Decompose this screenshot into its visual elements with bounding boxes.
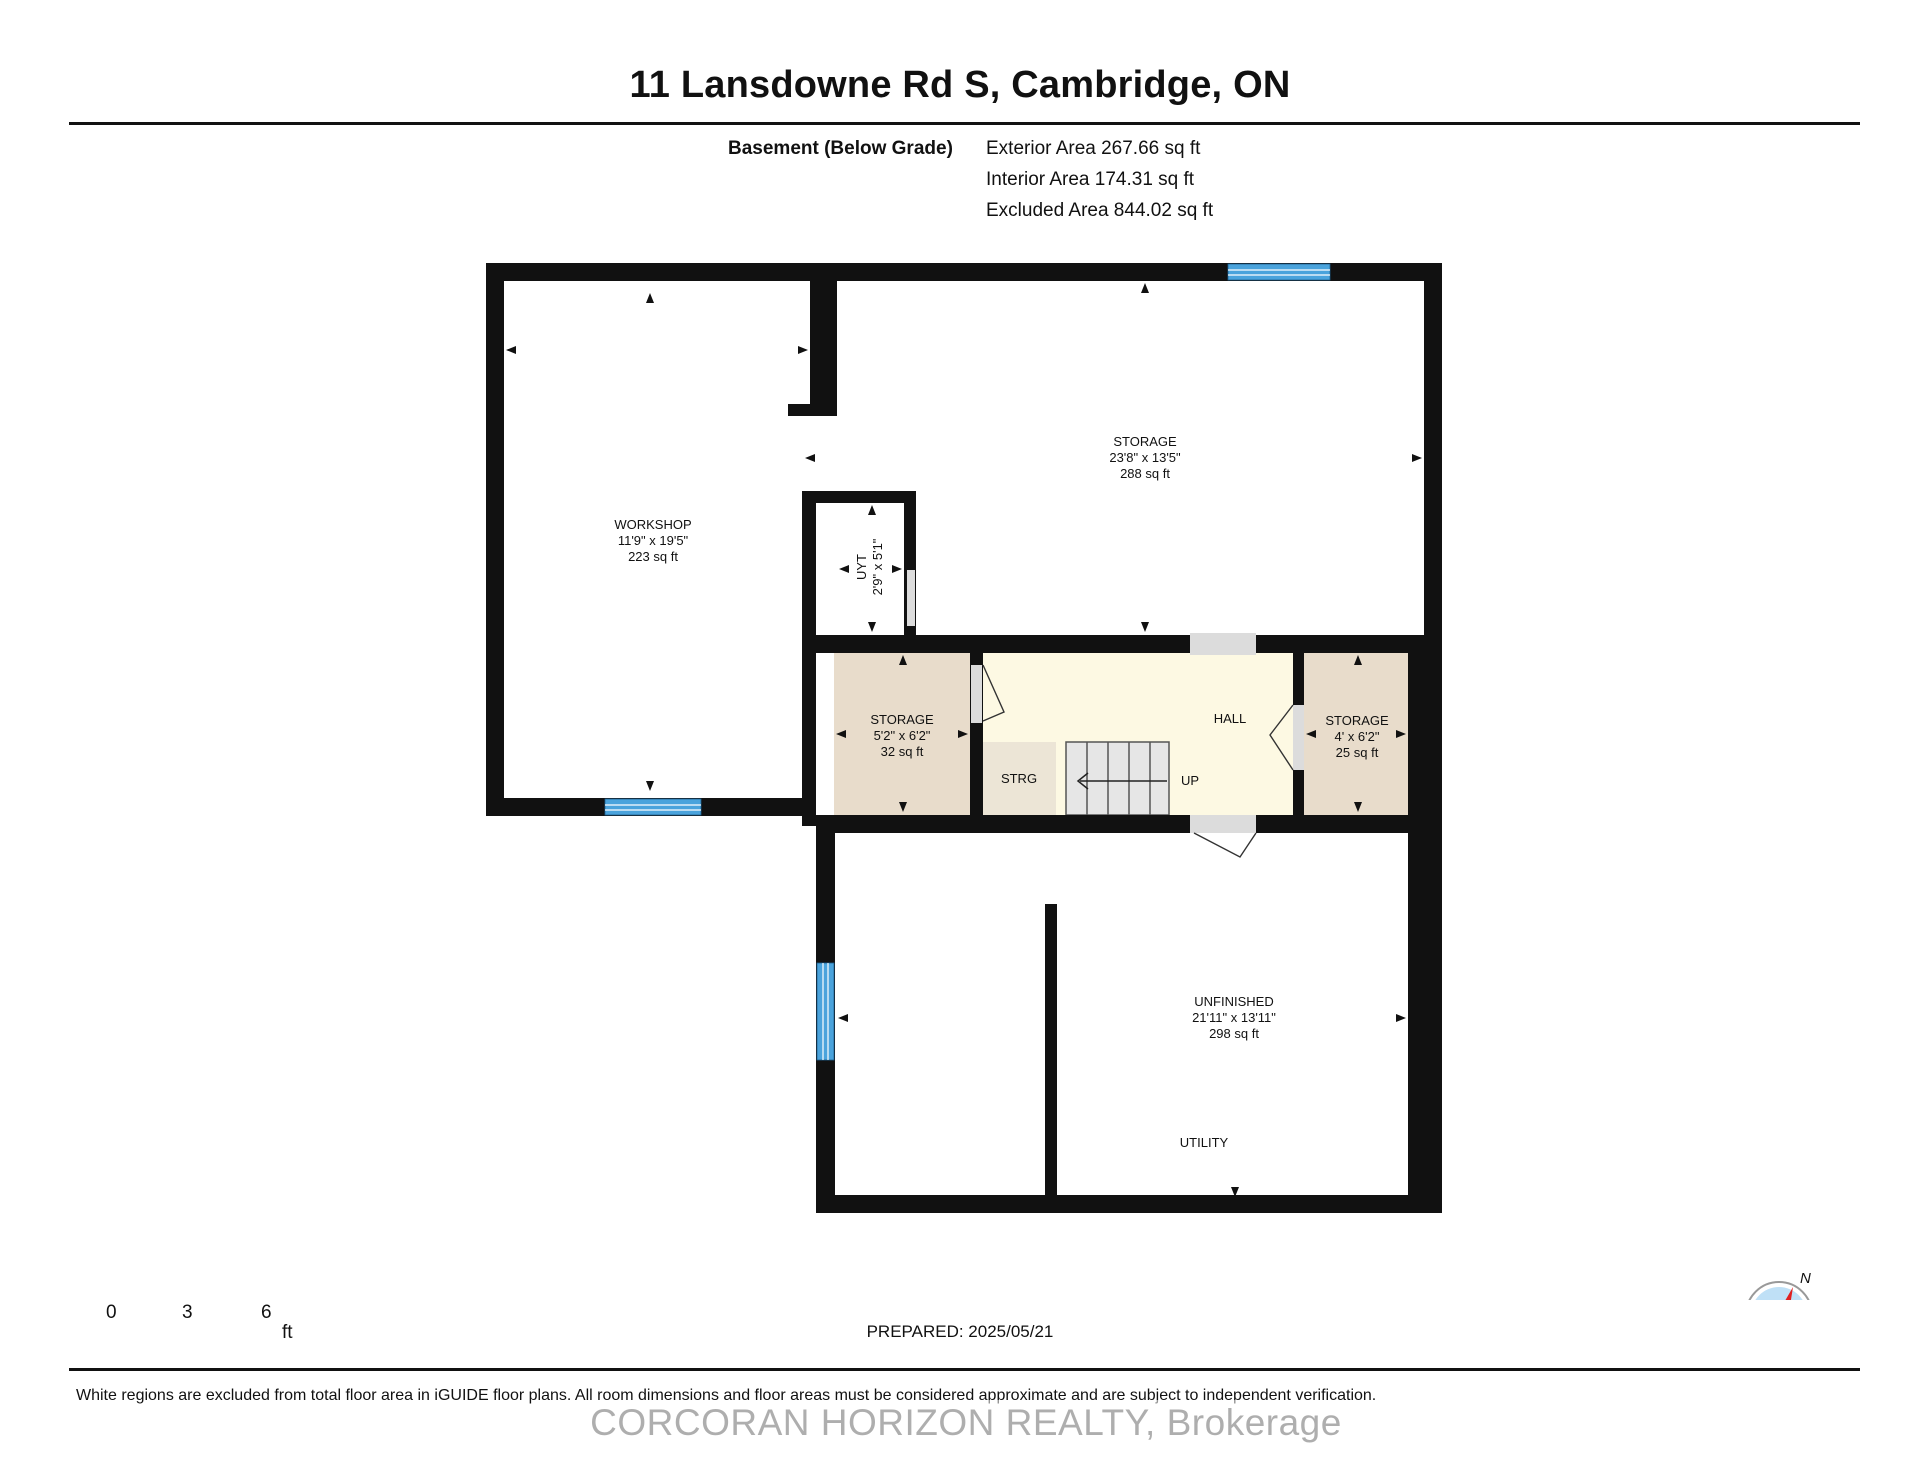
scale-tick-6: 6: [261, 1302, 272, 1323]
windows: [604, 263, 1331, 1061]
scale-tick-3: 3: [182, 1302, 193, 1323]
summary-exterior-area: Exterior Area 267.66 sq ft: [986, 138, 1201, 159]
room-uyt-dims: 2'9" x 5'1": [870, 538, 885, 595]
compass-north-label: N: [1800, 1270, 1811, 1287]
room-unfinished-name: UNFINISHED: [1194, 994, 1273, 1009]
strg-floor: [983, 742, 1056, 815]
page-title: 11 Lansdowne Rd S, Cambridge, ON: [629, 64, 1291, 106]
storage-left-floor: [834, 653, 970, 815]
scale-unit: ft: [282, 1322, 293, 1343]
room-storage-right-name: STORAGE: [1325, 713, 1389, 728]
room-workshop-dims: 11'9" x 19'5": [618, 533, 689, 548]
room-storage-left-dims: 5'2" x 6'2": [874, 728, 931, 743]
room-uyt-name: UYT: [854, 554, 869, 580]
room-storage-right-dims: 4' x 6'2": [1335, 729, 1380, 744]
storage-right-floor: [1304, 653, 1408, 815]
window-sash-lines: [605, 269, 1330, 1060]
summary-level-label: Basement (Below Grade): [728, 138, 953, 159]
prepared-date: PREPARED: 2025/05/21: [866, 1322, 1054, 1341]
floor-plan: WORKSHOP 11'9" x 19'5" 223 sq ft STORAGE…: [486, 263, 1811, 1300]
room-hall-name: HALL: [1214, 711, 1247, 726]
brokerage-watermark: CORCORAN HORIZON REALTY, Brokerage: [580, 1400, 1352, 1446]
disclaimer-text: White regions are excluded from total fl…: [76, 1387, 1377, 1404]
scale-tick-0: 0: [106, 1302, 117, 1323]
room-strg-name: STRG: [1001, 771, 1037, 786]
room-unfinished-area: 298 sq ft: [1209, 1026, 1259, 1041]
staircase: [1065, 741, 1170, 816]
compass-icon: N: [1748, 1270, 1811, 1300]
room-utility-name: UTILITY: [1180, 1135, 1229, 1150]
room-storage-right-area: 25 sq ft: [1336, 745, 1379, 760]
summary-excluded-area: Excluded Area 844.02 sq ft: [986, 200, 1214, 221]
footer-divider: [69, 1368, 1860, 1371]
room-storage-left-name: STORAGE: [870, 712, 934, 727]
room-storage-main-name: STORAGE: [1113, 434, 1177, 449]
room-storage-left-area: 32 sq ft: [881, 744, 924, 759]
room-storage-main-dims: 23'8" x 13'5": [1109, 450, 1181, 465]
dimension-markers: [506, 283, 1422, 1197]
header-divider: [69, 122, 1860, 125]
stair-up-label: UP: [1181, 773, 1199, 788]
summary-interior-area: Interior Area 174.31 sq ft: [986, 169, 1195, 190]
room-workshop-area: 223 sq ft: [628, 549, 678, 564]
room-storage-main-area: 288 sq ft: [1120, 466, 1170, 481]
door-openings: [907, 570, 1304, 858]
room-unfinished-dims: 21'11" x 13'11": [1192, 1010, 1276, 1025]
room-workshop-name: WORKSHOP: [614, 517, 691, 532]
